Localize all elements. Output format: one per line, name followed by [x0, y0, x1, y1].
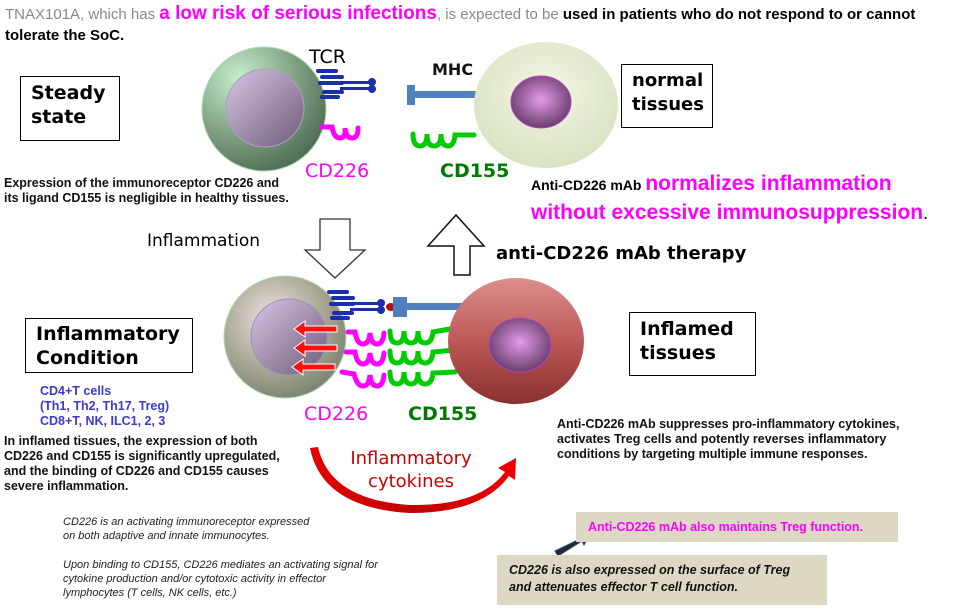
cytokines-label-line1: Inflammatory [350, 448, 472, 469]
steady-description-line2: its ligand CD155 is negligible in health… [4, 191, 289, 205]
therapy-up-arrow-icon [426, 213, 486, 276]
normalizes-statement: Anti-CD226 mAb normalizes inflammation w… [531, 170, 928, 228]
cytokines-label-line2: cytokines [368, 471, 454, 492]
steady-t-cell [201, 46, 327, 172]
inflamed-cd155-label: CD155 [408, 403, 478, 425]
inflammation-down-arrow-icon [303, 218, 367, 279]
normalizes-highlight-line1: normalizes inflammation [645, 172, 892, 195]
steady-cd155-label: CD155 [440, 160, 510, 182]
steady-cd226-receptor [319, 124, 361, 141]
normalizes-prefix: Anti-CD226 mAb [531, 177, 646, 193]
treg-function-text: Anti-CD226 mAb also maintains Treg funct… [588, 520, 864, 534]
inflamed-cd155-receptors [387, 325, 458, 387]
mab-description-line: conditions by targeting multiple immune … [557, 447, 868, 461]
steady-tcr-receptor [316, 69, 376, 99]
inflammatory-label-line1: Inflammatory [36, 323, 180, 345]
steady-state-box: Steady state [20, 76, 120, 141]
header-statement: TNAX101A, which has a low risk of seriou… [5, 3, 955, 46]
inflammatory-description-line: CD226 and CD155 is significantly upregul… [4, 449, 280, 463]
normalizes-suffix: . [923, 203, 929, 223]
note-line: on both adaptive and innate immunocytes. [63, 530, 270, 542]
cell-type-item: (Th1, Th2, Th17, Treg) [40, 399, 170, 413]
normal-tissues-label-line1: normal [632, 70, 704, 91]
inflamed-tissues-box: Inflamed tissues [629, 312, 756, 376]
header-bold: used in patients who do not respond to o… [5, 6, 916, 44]
inflammatory-description: In inflamed tissues, the expression of b… [4, 434, 280, 494]
mab-description: Anti-CD226 mAb suppresses pro-inflammato… [557, 417, 899, 462]
header-part1: TNAX101A, which has [5, 6, 160, 23]
note-line: Upon binding to CD155, CD226 mediates an… [63, 559, 378, 571]
note-line: cytokine production and/or cytotoxic act… [63, 573, 326, 585]
inflamed-tissue-cell [448, 278, 584, 404]
steady-state-label-line1: Steady [31, 82, 106, 104]
inflammatory-description-line: severe inflammation. [4, 479, 129, 493]
note-line: lymphocytes (T cells, NK cells, etc.) [63, 587, 237, 599]
inflammatory-description-line: In inflamed tissues, the expression of b… [4, 434, 258, 448]
steady-mhc-label: MHC [432, 60, 474, 79]
steady-mhc-receptor [407, 85, 507, 105]
note-activating-receptor: CD226 is an activating immunoreceptor ex… [63, 515, 309, 543]
normal-tissue-cell [474, 42, 618, 168]
inflammatory-condition-box: Inflammatory Condition [25, 318, 193, 373]
mab-description-line: activates Treg cells and potently revers… [557, 432, 887, 446]
inflamed-tcr-receptor [327, 290, 385, 320]
mab-description-line: Anti-CD226 mAb suppresses pro-inflammato… [557, 417, 900, 431]
header-highlight: a low risk of serious infections [159, 3, 437, 24]
steady-cd226-label: CD226 [305, 160, 370, 182]
steady-cd155-receptor [410, 131, 477, 149]
cytokine-curved-arrow-icon [310, 447, 516, 513]
inflamed-mhc-receptor [393, 297, 467, 317]
normal-tissues-label-line2: tissues [632, 94, 704, 115]
steady-state-label-line2: state [31, 106, 87, 128]
cell-type-item: CD8+T, NK, ILC1, 2, 3 [40, 414, 166, 428]
normal-tissues-box: normal tissues [621, 64, 713, 128]
steady-tcr-label: TCR [309, 46, 346, 68]
cell-type-item: CD4+T cells [40, 384, 112, 398]
normalizes-highlight-line2: without excessive immunosuppression [531, 201, 924, 224]
note-signal-mediation: Upon binding to CD155, CD226 mediates an… [63, 558, 378, 600]
inflamed-tissues-label-line2: tissues [640, 342, 716, 364]
inflamed-tissues-label-line1: Inflamed [640, 318, 734, 340]
note-line: CD226 is an activating immunoreceptor ex… [63, 516, 310, 528]
inflamed-t-cell [223, 275, 347, 399]
treg-surface-line2: and attenuates effector T cell function. [509, 580, 738, 594]
header-part2: , is expected to be [436, 6, 563, 23]
inflamed-cd226-receptors [339, 329, 387, 389]
inflammatory-cytokines-label: Inflammatory cytokines [336, 447, 486, 493]
inflammation-label: Inflammation [147, 231, 261, 251]
inflamed-cd226-label: CD226 [304, 403, 369, 425]
treg-function-callout: Anti-CD226 mAb also maintains Treg funct… [576, 512, 898, 542]
therapy-label: anti-CD226 mAb therapy [496, 243, 747, 264]
inflammatory-label-line2: Condition [36, 347, 139, 369]
inflammatory-description-line: and the binding of CD226 and CD155 cause… [4, 464, 269, 478]
steady-description: Expression of the immunoreceptor CD226 a… [4, 176, 289, 206]
treg-surface-callout: CD226 is also expressed on the surface o… [497, 555, 827, 605]
signal-arrows-icon [291, 320, 338, 376]
steady-description-line1: Expression of the immunoreceptor CD226 a… [4, 176, 280, 190]
treg-surface-line1: CD226 is also expressed on the surface o… [509, 563, 791, 577]
cell-type-list: CD4+T cells (Th1, Th2, Th17, Treg) CD8+T… [40, 384, 169, 429]
